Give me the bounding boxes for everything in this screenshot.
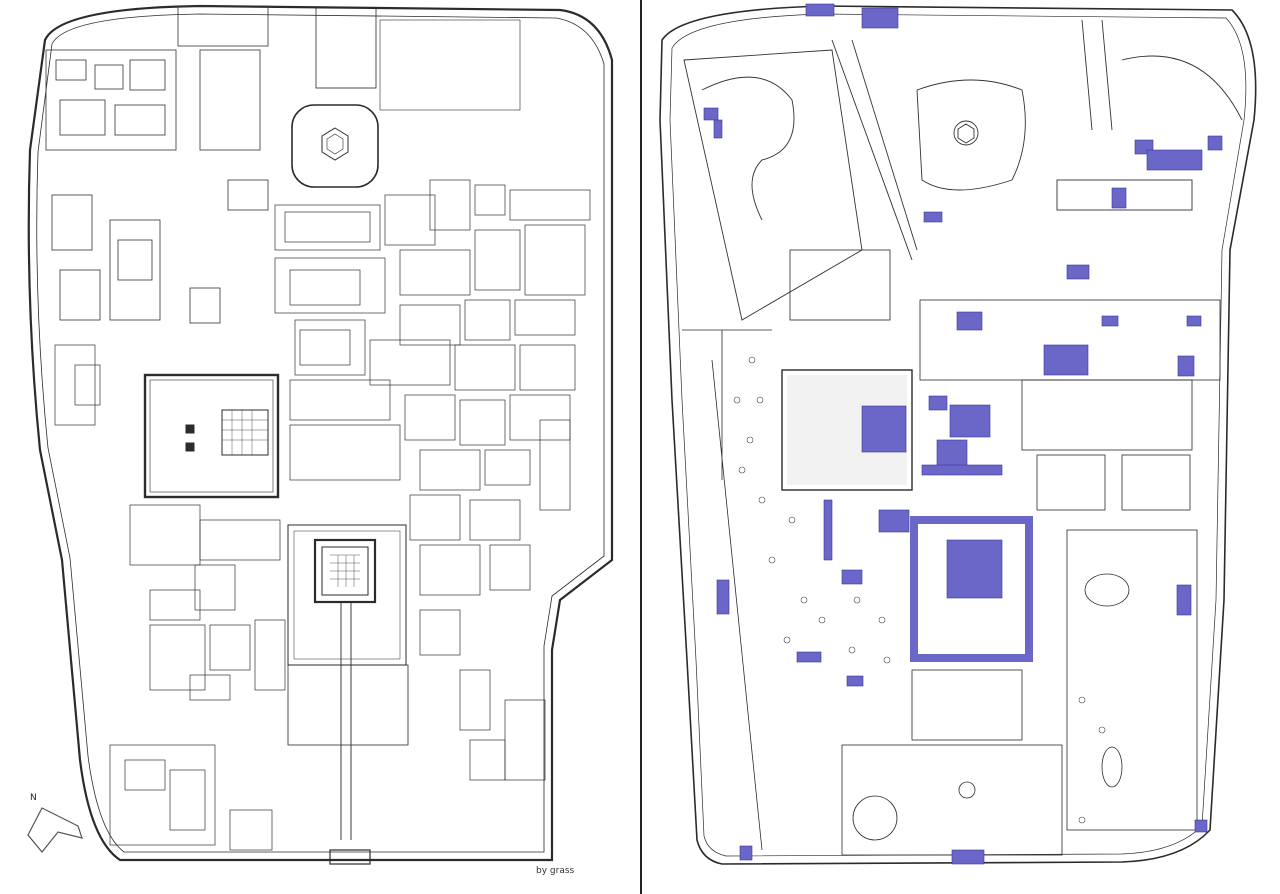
outer-wall — [659, 5, 1257, 865]
left-palace-map: N — [27, 4, 614, 865]
outer-wall — [27, 4, 614, 862]
right-historical-map — [659, 3, 1257, 865]
compass-letter: N — [30, 793, 37, 803]
northwest-compound — [45, 5, 269, 324]
throne-hall-axis — [287, 524, 409, 865]
southwest-compounds — [54, 344, 286, 851]
map-credit: by grass — [536, 866, 575, 876]
hexagonal-pavilion-pond — [291, 7, 521, 188]
left-palace-map-panel: N by grass — [27, 0, 642, 894]
central-compounds — [682, 249, 1221, 856]
right-historical-map-panel — [642, 0, 1280, 894]
main-courtyard — [143, 373, 280, 499]
central-building-grid — [274, 179, 591, 781]
tree-markers — [733, 356, 1106, 824]
highlighted-buildings — [703, 3, 1223, 865]
north-arrow — [27, 807, 83, 853]
